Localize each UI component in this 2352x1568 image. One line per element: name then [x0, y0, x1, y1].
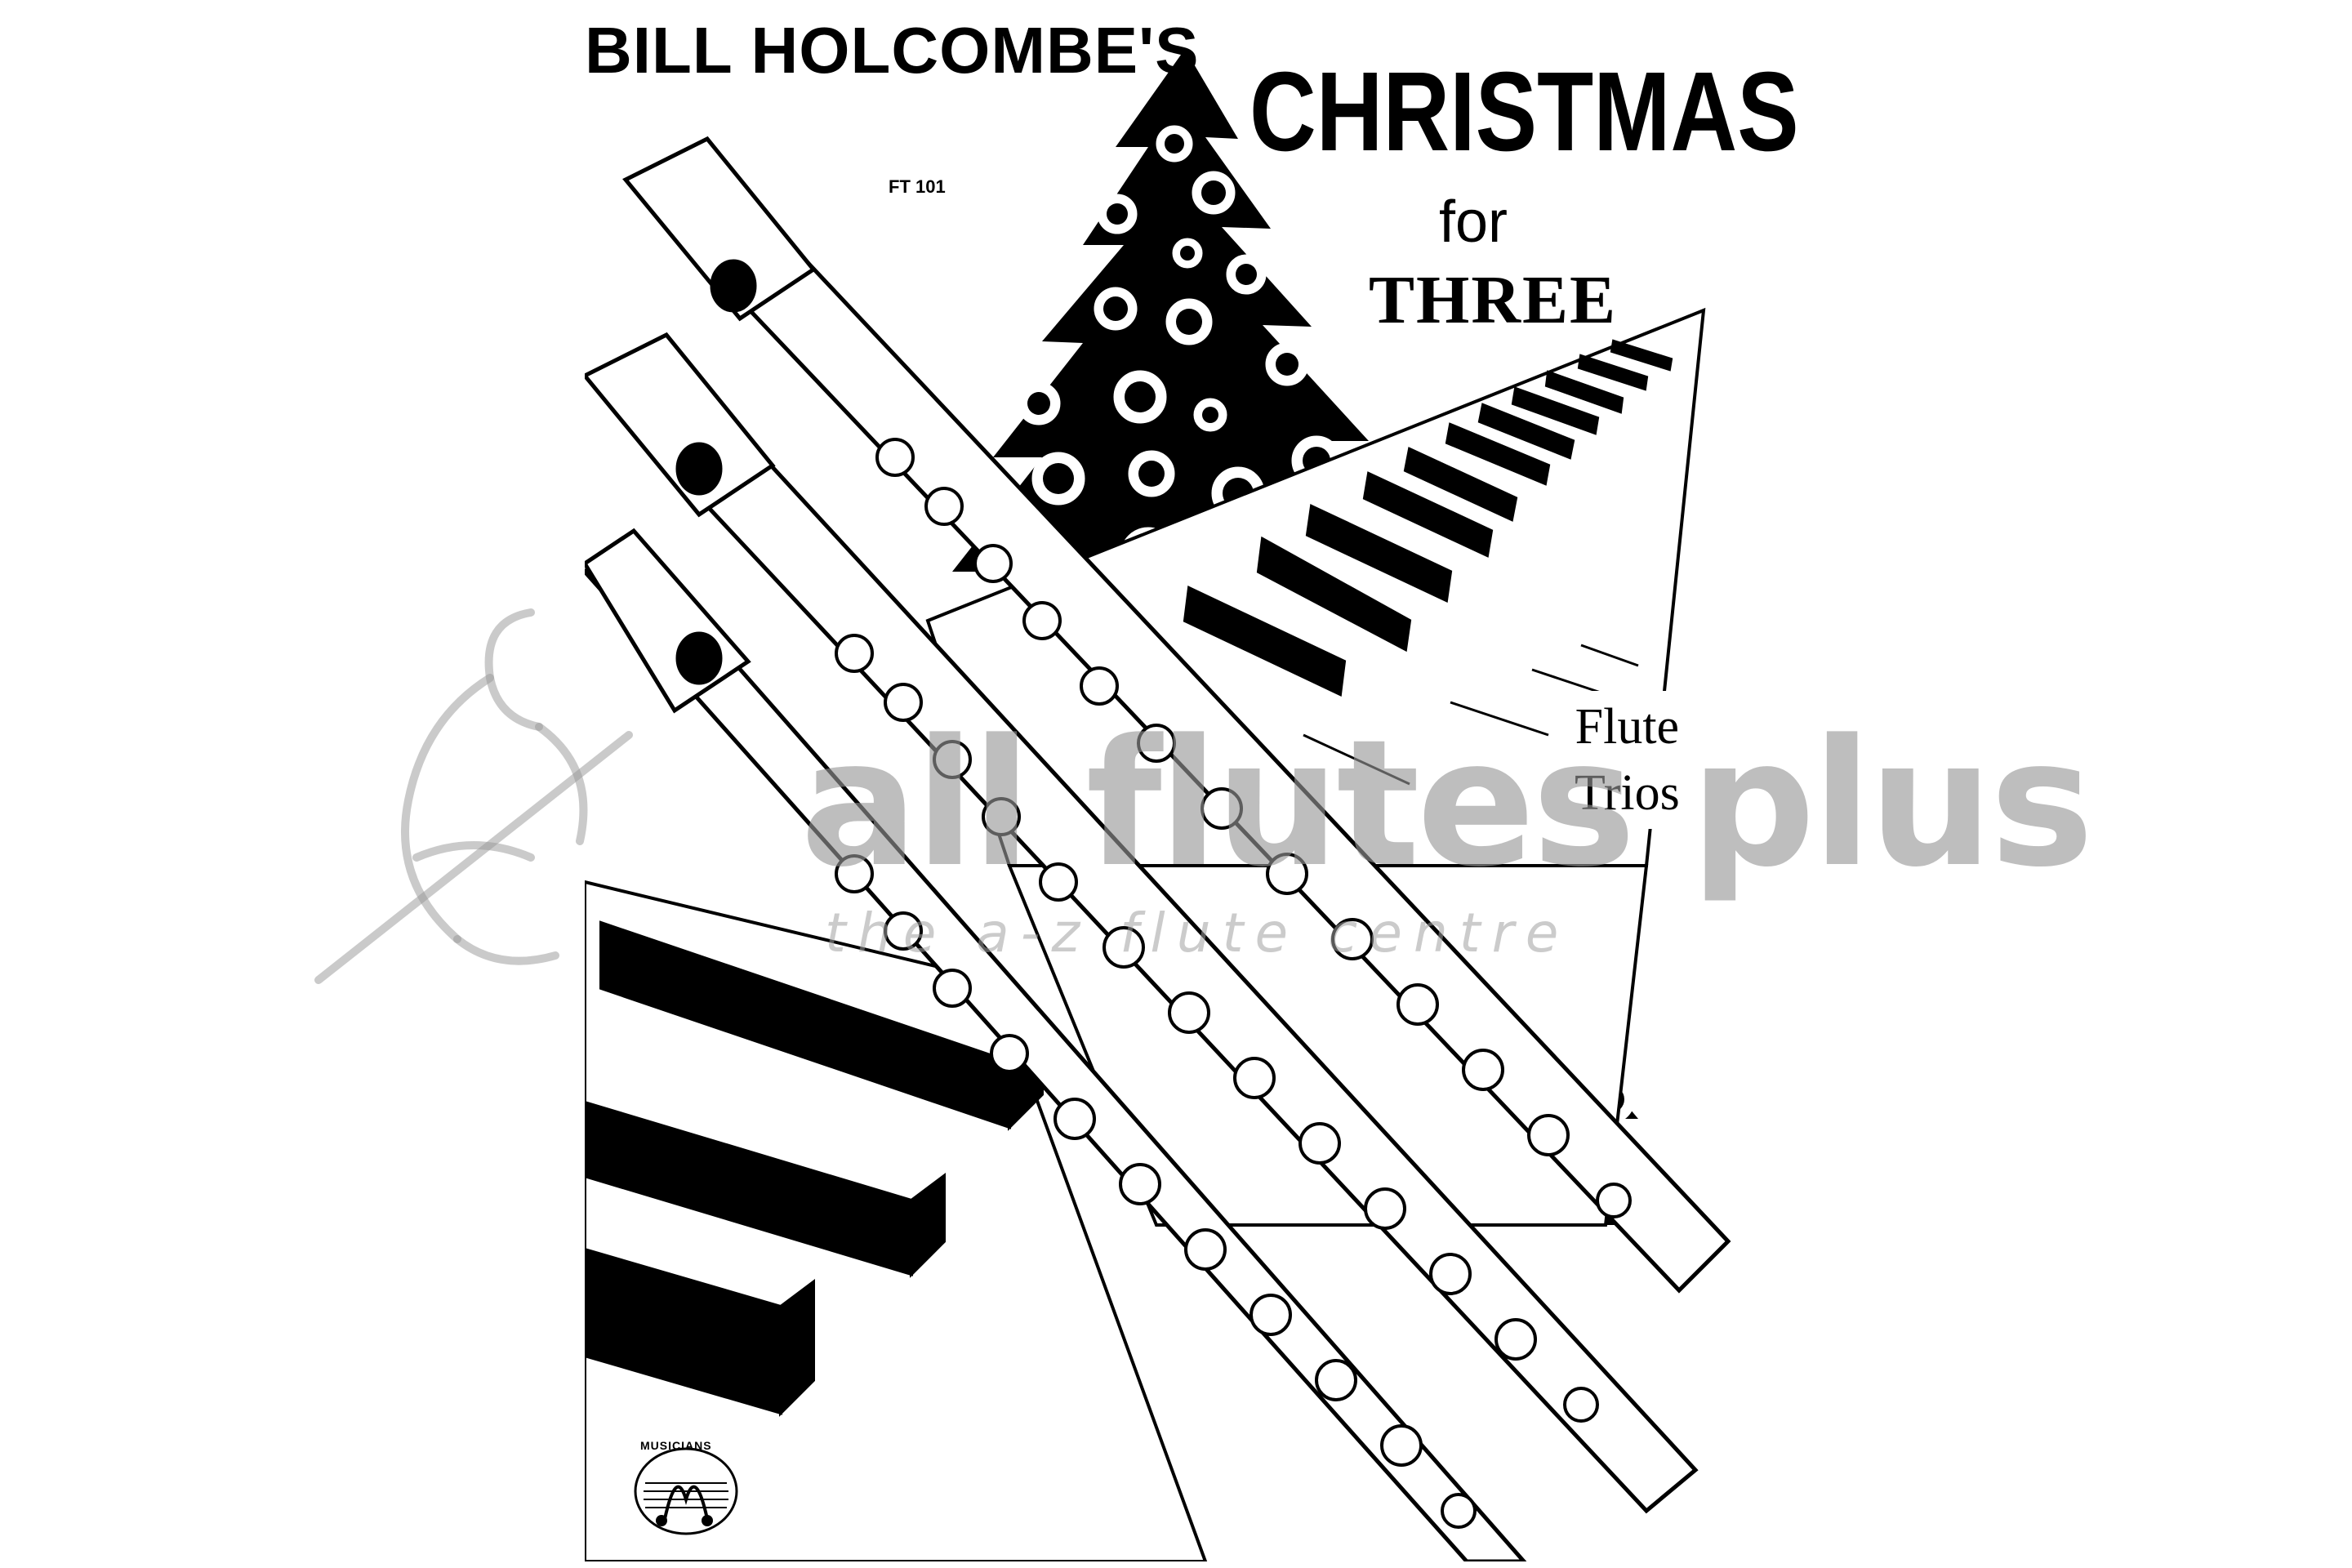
flute-2 [585, 332, 1699, 1514]
cover-illustration [585, 49, 1731, 1561]
cover-title: CHRISTMAS [1250, 49, 1799, 175]
cover-subtitle: Flute Trios [1566, 691, 1688, 830]
sheet-music-cover [585, 0, 1756, 1561]
cover-title-for: for [1439, 189, 1508, 255]
flute-3 [585, 528, 1527, 1561]
catalog-number: FT 101 [889, 176, 946, 197]
cover-title-three: THREE [1369, 262, 1618, 338]
subtitle-line-trios: Trios [1575, 764, 1680, 821]
cover-author: BILL HOLCOMBE'S [585, 14, 1200, 87]
flute-1 [622, 136, 1731, 1294]
publisher-logo-text: MUSICIANS [640, 1439, 712, 1452]
subtitle-line-flute: Flute [1575, 699, 1680, 755]
piano-keyboard-lower [585, 880, 1208, 1561]
music-staff-logo-icon [634, 1447, 738, 1535]
